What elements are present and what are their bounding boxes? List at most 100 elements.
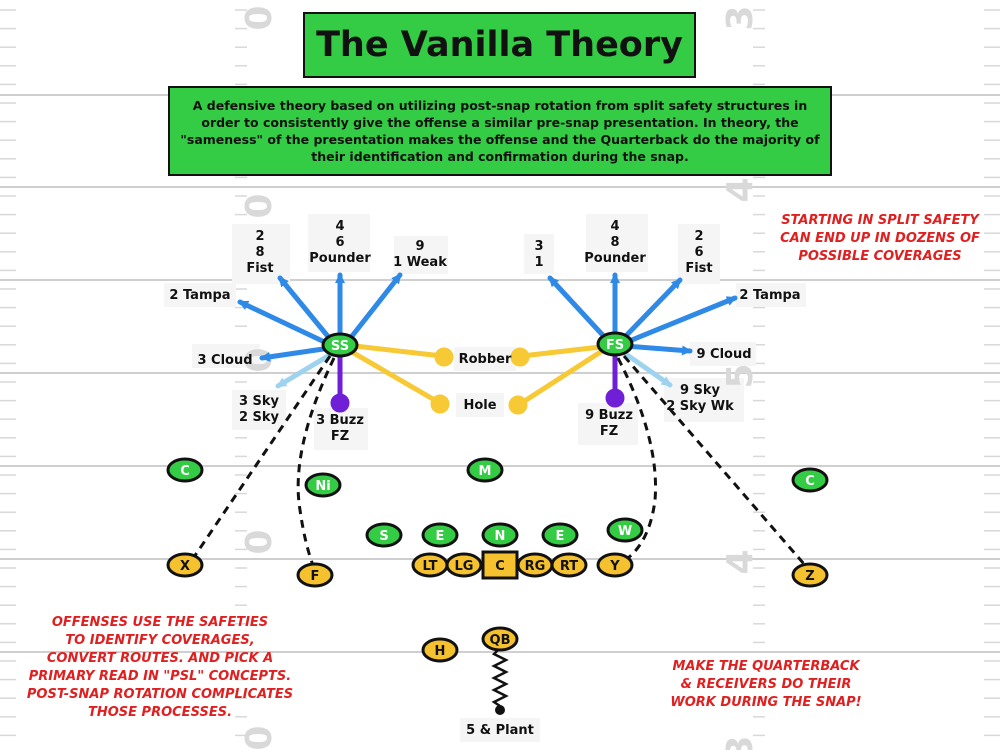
safety-ss-label: SS [331,339,349,354]
fs-label-cloud: 9 Cloud [696,347,751,362]
offense-f-back: F [296,562,334,588]
ss-label-tampa: 2 Tampa [169,288,230,303]
defender-nickel-label: Ni [315,479,330,494]
offense-y-label: Y [609,559,620,574]
defender-mike: M [466,457,504,483]
offense-left-tackle: LT [411,552,449,578]
field-number: 0 [236,193,277,218]
ss-arrow-weak [342,272,403,348]
hole-endpoint-left [430,394,450,414]
offense-rt-label: RT [560,559,578,574]
defender-end-right-label: E [556,529,565,544]
field-number: 0 [236,725,277,750]
offense-rg-label: RG [525,559,546,574]
robber-endpoint-left [434,347,454,367]
offense-f-label: F [311,569,320,584]
field-number: 4 [720,549,761,574]
defender-will: W [606,517,644,543]
defender-nose: N [481,522,519,548]
safety-ss: SS [321,332,359,358]
middle-label-robber: Robber [459,352,512,367]
ss-arrow-cloud [259,345,333,362]
safety-fs: FS [596,331,634,357]
note-split-safety: STARTING IN SPLIT SAFETY CAN END UP IN D… [780,213,980,264]
hole-endpoint-right [508,395,528,415]
offense-x-label: X [180,559,190,574]
offense-h-back: H [421,637,459,663]
ss-buzz-endpoint [330,393,350,413]
defender-end-left: E [421,522,459,548]
middle-label-hole: Hole [463,398,496,413]
offense-x-receiver: X [166,552,204,578]
defender-sam: S [365,522,403,548]
fs-arrow-fist [617,277,683,345]
defenders: C Ni M C S E N E W [166,457,829,548]
robber-endpoint-right [510,347,530,367]
offense-y-tight-end: Y [596,552,634,578]
offense: X F LT LG C RG RT Y Z H QB [166,550,829,663]
offense-quarterback: QB [481,626,519,652]
title-box: The Vanilla Theory [303,12,696,78]
offense-z-receiver: Z [791,562,829,588]
fs-label-tampa: 2 Tampa [739,288,800,303]
description-box: A defensive theory based on utilizing po… [168,86,832,176]
qb-drop-path [491,647,509,708]
ss-arrow-tampa [237,299,336,349]
fs-to-z-route [622,355,806,565]
defender-corner-right: C [791,467,829,493]
defender-end-right: E [541,522,579,548]
offense-qb-label: QB [490,633,511,648]
fs-arrow-tampa [619,295,738,347]
ss-route-arrows [237,272,403,362]
defender-nose-label: N [495,529,506,544]
buzz-lines [330,352,625,413]
fs-to-y-route [616,357,657,560]
description-text: A defensive theory based on utilizing po… [180,98,820,164]
offense-right-guard: RG [516,552,554,578]
offense-left-guard: LG [445,552,483,578]
note-offense-safeties: OFFENSES USE THE SAFETIES TO IDENTIFY CO… [26,615,294,720]
offense-right-tackle: RT [550,552,588,578]
defender-corner-left: C [166,457,204,483]
offense-h-label: H [435,644,446,659]
qb-drop-endpoint [495,705,505,715]
defender-mike-label: M [479,464,492,479]
fs-arrow-sky [620,349,673,388]
fs-arrow-cloud [622,343,693,356]
defender-will-label: W [618,524,632,539]
defender-sam-label: S [379,529,388,544]
field-number: 0 [236,529,277,554]
fs-arrow-three-one [547,275,613,346]
ss-arrow-sky [275,350,336,389]
ss-label-cloud: 3 Cloud [197,353,252,368]
hash-marks [0,9,1000,737]
field-number: 3 [720,735,761,750]
defender-corner-left-label: C [180,464,190,479]
page-title: The Vanilla Theory [316,25,683,65]
offense-c-label: C [495,559,505,574]
fs-route-arrows [547,272,738,356]
field-number: 4 [720,177,761,202]
offense-lt-label: LT [423,559,438,574]
safety-fs-label: FS [606,338,624,353]
note-quarterback: MAKE THE QUARTERBACK & RECEIVERS DO THEI… [670,659,862,710]
defender-end-left-label: E [436,529,445,544]
qb-label-five-plant: 5 & Plant [466,723,534,738]
defender-nickel: Ni [304,472,342,498]
offense-lg-label: LG [455,559,474,574]
field-number: 5 [720,363,761,388]
field-number: 0 [236,5,277,30]
label-backgrounds [164,214,806,742]
offense-z-label: Z [805,569,814,584]
ss-arrow-fist [277,275,338,348]
